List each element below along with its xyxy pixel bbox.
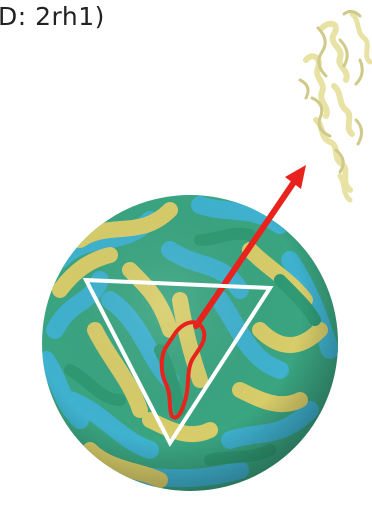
virus-capsid-sphere	[42, 195, 338, 491]
protein-ribbon-structure	[300, 11, 370, 200]
